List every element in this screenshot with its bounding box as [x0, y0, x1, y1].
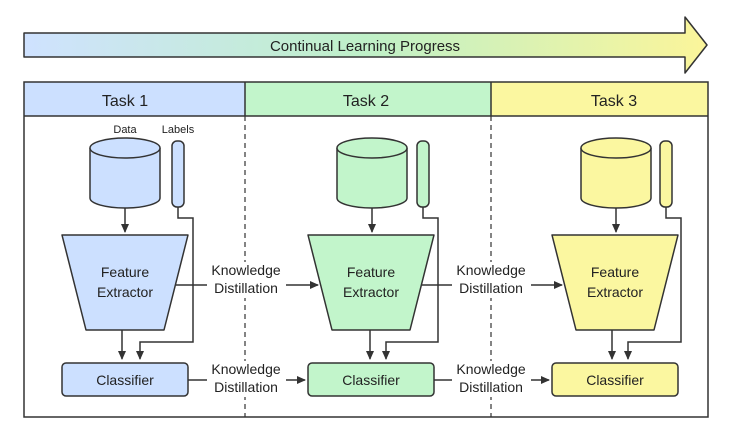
- task-3-classifier-label: Classifier: [586, 372, 644, 388]
- task-2-header-bg: [245, 82, 491, 116]
- labels-label: Labels: [162, 124, 195, 136]
- task-2-labels-bar: [416, 140, 430, 208]
- task-2-classifier-label: Classifier: [342, 372, 400, 388]
- distillation-classifier-1-line1: Knowledge: [211, 361, 280, 377]
- task-3-classifier: [551, 362, 679, 397]
- distillation-2-to-3: Knowledge Distillation Knowledge Distill…: [422, 262, 563, 397]
- task-1-classifier-label: Classifier: [96, 372, 154, 388]
- distillation-label-bg-extractor-1: [206, 262, 286, 298]
- task-3-data-cylinder: [580, 137, 652, 209]
- task-1-data-cylinder: [89, 137, 161, 209]
- task-1-arrow-labels-to-classifier: [136, 207, 194, 360]
- task-2-arrow-labels-to-classifier: [382, 207, 439, 360]
- progress-arrow-shape: [23, 16, 708, 74]
- progress-arrow: Continual Learning Progress: [23, 16, 708, 74]
- outer-frame: [23, 81, 709, 418]
- task-1-column: Data Labels Feature Extractor Classifier: [61, 124, 195, 397]
- task-1-extractor-line2: Extractor: [97, 284, 153, 300]
- task-1-feature-extractor: [61, 234, 189, 331]
- task-2-extractor-line1: Feature: [347, 264, 395, 280]
- distillation-extractor-2-line2: Distillation: [459, 280, 523, 296]
- task-3-feature-extractor: [551, 234, 679, 331]
- task-3-arrow-labels-to-classifier: [624, 207, 682, 360]
- distillation-label-bg-classifier-2: [451, 361, 531, 397]
- data-label: Data: [113, 124, 137, 136]
- task-3-column: Feature Extractor Classifier: [551, 137, 682, 397]
- distillation-extractor-1-line2: Distillation: [214, 280, 278, 296]
- task-3-header-bg: [491, 82, 708, 116]
- task-1-header: Task 1: [102, 93, 148, 110]
- task-1-extractor-line1: Feature: [101, 264, 149, 280]
- distillation-classifier-1-line2: Distillation: [214, 379, 278, 395]
- distillation-label-bg-classifier-1: [206, 361, 286, 397]
- task-headers: Task 1 Task 2 Task 3: [24, 82, 708, 116]
- distillation-extractor-2-line1: Knowledge: [456, 262, 525, 278]
- task-2-extractor-line2: Extractor: [343, 284, 399, 300]
- distillation-label-bg-extractor-2: [451, 262, 531, 298]
- distillation-classifier-2-line1: Knowledge: [456, 361, 525, 377]
- task-2-column: Feature Extractor Classifier: [307, 137, 439, 397]
- task-1-header-bg: [24, 82, 245, 116]
- task-2-feature-extractor: [307, 234, 435, 331]
- distillation-extractor-1-line1: Knowledge: [211, 262, 280, 278]
- task-3-labels-bar: [659, 140, 673, 208]
- task-3-extractor-line2: Extractor: [587, 284, 643, 300]
- distillation-1-to-2: Knowledge Distillation Knowledge Distill…: [176, 262, 319, 397]
- task-2-header: Task 2: [343, 93, 389, 110]
- task-2-data-cylinder: [336, 137, 408, 209]
- task-3-extractor-line1: Feature: [591, 264, 639, 280]
- task-3-header: Task 3: [591, 93, 637, 110]
- distillation-classifier-2-line2: Distillation: [459, 379, 523, 395]
- progress-label: Continual Learning Progress: [270, 38, 460, 55]
- task-1-labels-bar: [171, 140, 185, 208]
